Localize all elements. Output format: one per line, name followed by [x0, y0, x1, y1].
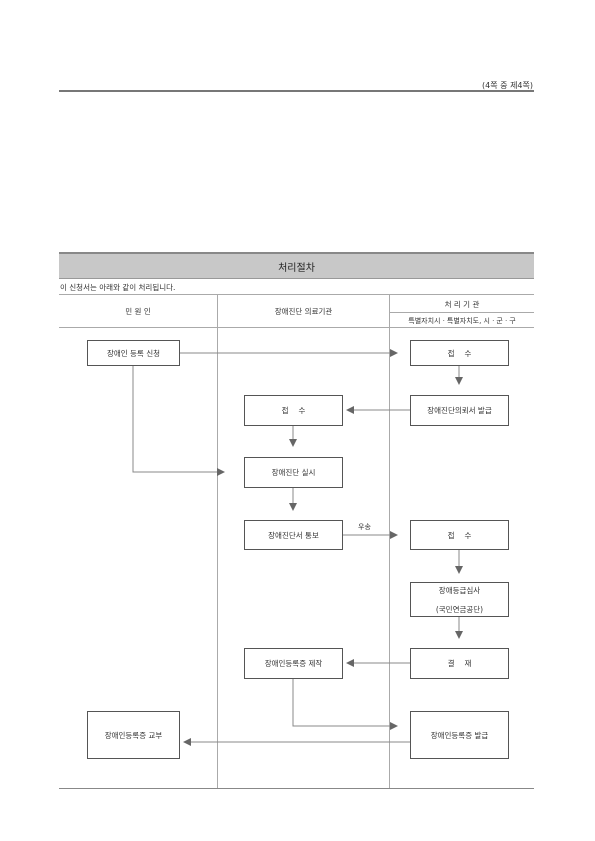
column-header-agency: 처 리 기 관	[444, 300, 480, 309]
apply-label: 장애인 등록 신청	[106, 348, 161, 358]
receive1-label: 접 수	[447, 348, 472, 358]
section-title: 처리절차	[278, 262, 315, 274]
apply-box: 장애인 등록 신청	[87, 340, 180, 366]
column-divider-2	[389, 294, 390, 788]
agency-sub-rule	[390, 312, 534, 313]
card-issue-label: 장애인등록증 발급	[430, 730, 489, 740]
header-rule	[59, 90, 534, 92]
notify-box: 장애진단서 통보	[244, 520, 343, 550]
column-divider-1	[217, 294, 218, 788]
approval-label: 결 재	[447, 659, 472, 668]
receive2-box: 접 수	[410, 520, 509, 550]
card-deliver-box: 장애인등록증 교부	[87, 711, 180, 759]
grade-review-box: 장애등급심사 (국민연금공단)	[410, 582, 509, 617]
notify-label: 장애진단서 통보	[268, 530, 319, 540]
grade-review-sub-label: (국민연금공단)	[435, 604, 484, 614]
section-title-bar: 처리절차	[59, 252, 534, 279]
column-header-agency-sub: 특별자치시ㆍ특별자치도, 시ㆍ군ㆍ구	[408, 317, 516, 325]
receive2-label: 접 수	[447, 530, 472, 540]
card-issue-box: 장애인등록증 발급	[410, 711, 509, 759]
medical-receive-label: 접 수	[281, 406, 306, 415]
diagnosis-box: 장애진단 실시	[244, 457, 343, 488]
grade-review-label: 장애등급심사	[438, 585, 481, 595]
column-header-applicant: 민 원 인	[125, 307, 151, 316]
column-header-medical: 장애진단 의료기관	[274, 307, 333, 316]
card-deliver-label: 장애인등록증 교부	[104, 730, 163, 740]
card-make-label: 장애인등록증 제작	[264, 659, 323, 668]
issue-request-box: 장애진단의뢰서 발급	[410, 395, 509, 426]
intro-text: 이 신청서는 아래와 같이 처리됩니다.	[60, 283, 176, 292]
issue-request-label: 장애진단의뢰서 발급	[427, 406, 492, 415]
diagnosis-label: 장애진단 실시	[271, 468, 316, 477]
table-bottom-rule	[59, 788, 534, 789]
card-make-box: 장애인등록증 제작	[244, 648, 343, 679]
header-bottom-rule	[59, 327, 534, 328]
page-number: (4쪽 중 제4쪽)	[482, 81, 533, 90]
approval-box: 결 재	[410, 648, 509, 679]
receive1-box: 접 수	[410, 340, 509, 366]
mail-label: 우송	[358, 523, 371, 531]
medical-receive-box: 접 수	[244, 395, 343, 426]
table-top-rule	[59, 294, 534, 295]
